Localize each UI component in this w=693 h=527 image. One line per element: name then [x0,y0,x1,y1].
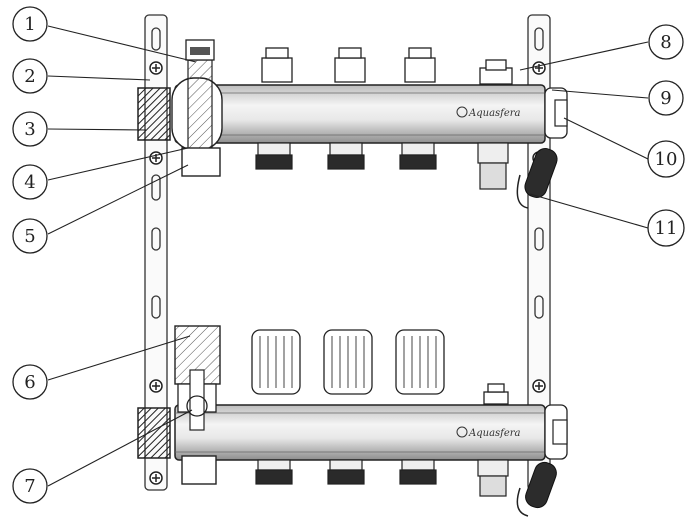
callout-7-number: 7 [24,476,35,497]
callout-4: 4 [12,164,48,200]
leader-lines [47,25,649,487]
lower-bottom-outlets [255,459,509,497]
callout-5-number: 5 [24,226,35,247]
callout-2: 2 [12,58,48,94]
callout-6-number: 6 [24,372,35,393]
callout-3-number: 3 [24,119,35,140]
callout-1: 1 [12,6,48,42]
upper-top-fittings [261,47,513,85]
callout-11-number: 11 [655,218,678,239]
callout-11: 11 [647,209,685,247]
callout-8-number: 8 [660,32,671,53]
callout-9-number: 9 [660,88,671,109]
callout-9: 9 [648,80,684,116]
lower-manifold: Aquasfera [137,325,568,517]
upper-bottom-outlets [255,142,509,190]
valve-caps [251,329,509,405]
callout-3: 3 [12,111,48,147]
upper-manifold: Aquasfera [137,39,568,209]
callout-8: 8 [648,24,684,60]
callout-4-number: 4 [24,172,35,193]
callout-7: 7 [12,468,48,504]
callout-6: 6 [12,364,48,400]
callout-10-number: 10 [655,149,678,170]
callout-1-number: 1 [24,14,35,35]
upper-brand-label: Aquasfera [468,108,521,119]
callout-2-number: 2 [24,66,35,87]
callout-10: 10 [647,140,685,178]
callout-5: 5 [12,218,48,254]
lower-brand-label: Aquasfera [468,428,521,439]
